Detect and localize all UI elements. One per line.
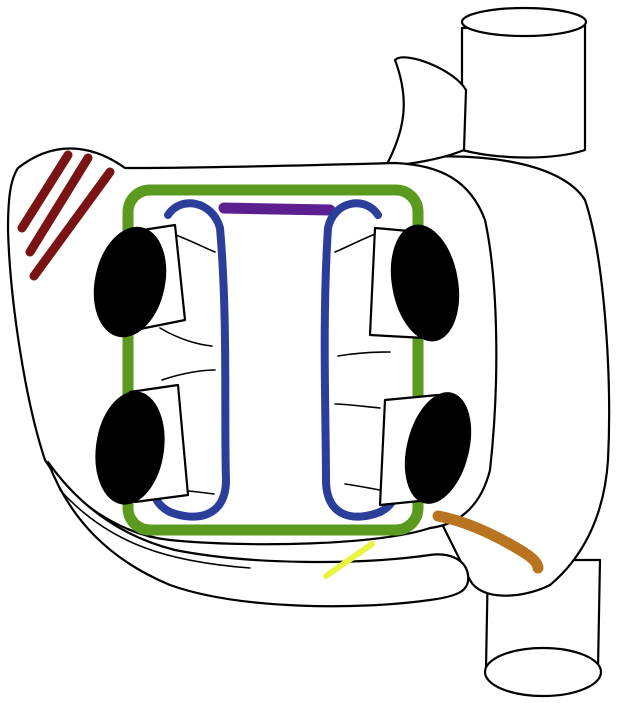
upper-vessel-stub (386, 57, 466, 166)
roof-line (224, 208, 330, 210)
superior-vena-cava (462, 8, 586, 158)
